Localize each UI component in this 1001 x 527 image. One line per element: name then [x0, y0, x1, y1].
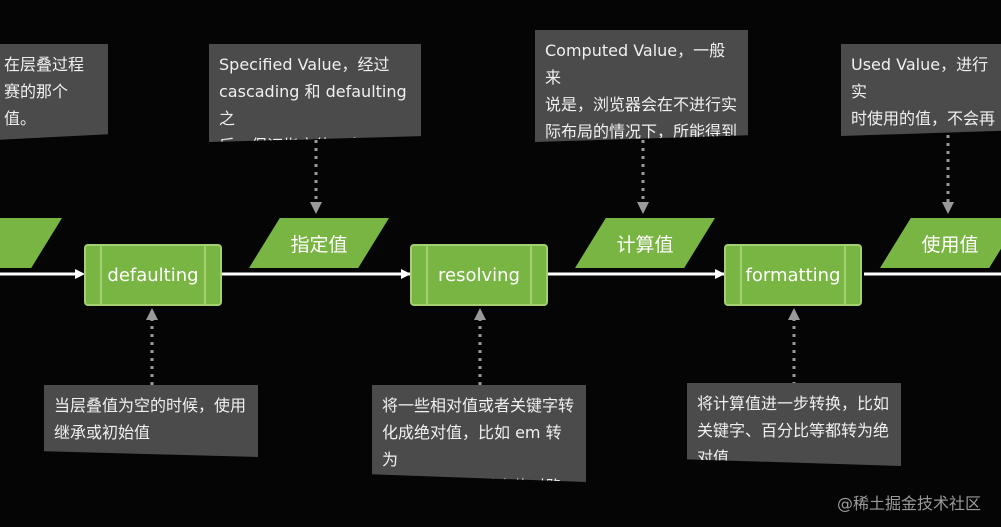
note-specified-value: Specified Value，经过 cascading 和 defaultin…	[209, 44, 421, 142]
note-resolving: 将一些相对值或者关键字转 化成绝对值，比如 em 转为 px，相对路径转为绝对路…	[372, 385, 586, 482]
process-formatting: formatting	[724, 244, 862, 306]
note-cascaded-value: 在层叠过程 赛的那个值。	[0, 44, 108, 140]
watermark: @稀土掘金技术社区	[836, 494, 981, 513]
note-computed-value: Computed Value，一般来 说是，浏览器会在不进行实 际布局的情况下，…	[535, 30, 748, 142]
value-node-computed: 计算值	[575, 218, 715, 268]
value-node-specified: 指定值	[249, 218, 389, 268]
process-label: resolving	[438, 264, 520, 286]
note-used-value: Used Value，进行实 时使用的值，不会再 值或关键字。比如 4	[841, 44, 1001, 136]
process-label: formatting	[745, 264, 841, 286]
value-node-label: 指定值	[290, 233, 348, 256]
value-node-label: 计算值	[616, 233, 674, 256]
process-resolving: resolving	[410, 244, 548, 306]
value-node-label: 值	[0, 218, 62, 268]
note-defaulting: 当层叠值为空的时候，使用 继承或初始值	[44, 385, 258, 457]
process-label: defaulting	[107, 264, 199, 286]
value-node-used: 使用值	[880, 218, 1001, 268]
value-node-label: 使用值	[921, 233, 979, 256]
value-node-cascaded: 值	[0, 218, 62, 268]
note-formatting: 将计算值进一步转换，比如 关键字、百分比等都转为绝 对值	[687, 383, 901, 466]
process-defaulting: defaulting	[84, 244, 222, 306]
